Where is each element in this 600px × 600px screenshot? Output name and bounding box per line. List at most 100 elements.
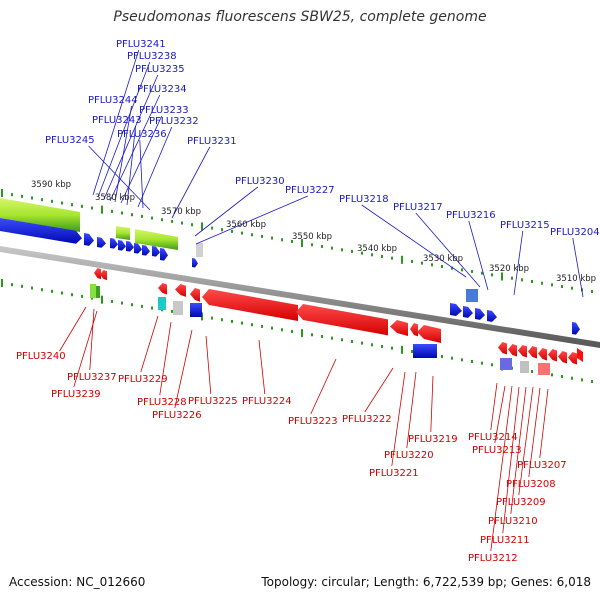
leader-line bbox=[502, 386, 520, 534]
reverse-gene-arrow bbox=[175, 284, 186, 297]
scale-tick bbox=[101, 205, 103, 214]
scale-tick bbox=[461, 358, 463, 362]
scale-tick bbox=[211, 316, 213, 320]
reverse-gene-arrow bbox=[577, 348, 583, 362]
scale-tick bbox=[171, 309, 173, 313]
reverse-gene-label: PFLU3229 bbox=[118, 374, 168, 385]
scale-tick bbox=[271, 236, 273, 240]
scale-tick bbox=[41, 198, 43, 202]
reverse-gene-arrow bbox=[528, 346, 537, 359]
scale-tick bbox=[321, 244, 323, 248]
forward-gene-arrow bbox=[110, 238, 118, 249]
leader-line bbox=[126, 125, 136, 206]
reverse-gene-label: PFLU3239 bbox=[51, 389, 101, 400]
forward-gene-label: PFLU3231 bbox=[187, 136, 237, 147]
map-title: Pseudomonas fluorescens SBW25, complete … bbox=[113, 9, 487, 25]
forward-gene-label: PFLU3233 bbox=[139, 105, 189, 116]
reverse-gene-arrow bbox=[508, 344, 517, 357]
scale-label: 3510 kbp bbox=[556, 274, 596, 284]
scale-label: 3550 kbp bbox=[292, 232, 332, 242]
leader-line bbox=[73, 310, 98, 388]
reverse-gene-large bbox=[296, 304, 388, 336]
forward-gene-arrow bbox=[475, 308, 485, 320]
scale-tick bbox=[581, 378, 583, 382]
scale-tick bbox=[231, 229, 233, 233]
scale-tick bbox=[11, 193, 13, 197]
forward-gene-arrow bbox=[84, 233, 94, 246]
forward-gene-arrow bbox=[450, 303, 462, 317]
forward-gene-arrow bbox=[142, 245, 150, 256]
forward-gene-label: PFLU3215 bbox=[500, 220, 550, 231]
scale-tick bbox=[111, 299, 113, 303]
leader-line bbox=[361, 204, 467, 278]
scale-tick bbox=[341, 248, 343, 252]
scale-label: 3580 kbp bbox=[95, 193, 135, 203]
scale-tick bbox=[351, 249, 353, 253]
leader-line bbox=[97, 61, 151, 198]
feature-box bbox=[190, 303, 202, 317]
leader-line bbox=[137, 126, 173, 208]
reverse-gene-label: PFLU3213 bbox=[472, 445, 522, 456]
leader-line bbox=[103, 74, 159, 200]
scale-tick bbox=[51, 199, 53, 203]
scale-label: 3530 kbp bbox=[423, 254, 463, 264]
scale-tick bbox=[441, 354, 443, 358]
reverse-gene-label: PFLU3214 bbox=[468, 432, 518, 443]
reverse-gene-label: PFLU3212 bbox=[468, 553, 518, 564]
reverse-gene-arrow bbox=[548, 349, 557, 362]
forward-gene-label: PFLU3218 bbox=[339, 194, 389, 205]
scale-tick bbox=[311, 333, 313, 337]
scale-tick bbox=[161, 218, 163, 222]
scale-tick bbox=[401, 345, 403, 354]
genome-backbone bbox=[0, 246, 600, 348]
leader-line bbox=[539, 388, 549, 459]
reverse-gene-label: PFLU3220 bbox=[384, 450, 434, 461]
reverse-gene-arrow bbox=[568, 352, 577, 365]
forward-gene-arrow bbox=[572, 322, 580, 335]
scale-tick bbox=[531, 280, 533, 284]
leader-line bbox=[171, 146, 211, 219]
scale-tick bbox=[31, 286, 33, 290]
forward-gene-label: PFLU3216 bbox=[446, 210, 496, 221]
reverse-gene-label: PFLU3207 bbox=[517, 460, 567, 471]
scale-tick bbox=[41, 288, 43, 292]
forward-gene-label: PFLU3244 bbox=[88, 95, 138, 106]
reverse-gene-label: PFLU3240 bbox=[16, 351, 66, 362]
reverse-gene-arrow bbox=[518, 345, 527, 358]
scale-tick bbox=[321, 334, 323, 338]
leader-line bbox=[310, 358, 337, 415]
scale-tick bbox=[591, 290, 593, 294]
scale-tick bbox=[151, 216, 153, 220]
scale-tick bbox=[241, 231, 243, 235]
feature-box bbox=[500, 358, 512, 370]
scale-tick bbox=[301, 239, 303, 248]
leader-line bbox=[528, 387, 541, 478]
scale-tick bbox=[21, 284, 23, 288]
feature-box bbox=[90, 284, 96, 298]
leader-line bbox=[406, 371, 417, 449]
scale-tick bbox=[261, 324, 263, 328]
forward-gene-label: PFLU3217 bbox=[393, 202, 443, 213]
reverse-gene-label: PFLU3211 bbox=[480, 535, 530, 546]
scale-tick bbox=[231, 319, 233, 323]
scale-tick bbox=[241, 321, 243, 325]
forward-gene-label: PFLU3236 bbox=[117, 129, 167, 140]
scale-tick bbox=[251, 233, 253, 237]
scale-tick bbox=[81, 294, 83, 298]
scale-tick bbox=[371, 343, 373, 347]
scale-tick bbox=[411, 259, 413, 263]
leader-line bbox=[205, 335, 212, 395]
scale-tick bbox=[141, 304, 143, 308]
scale-tick bbox=[91, 206, 93, 210]
reverse-gene-label: PFLU3223 bbox=[288, 416, 338, 427]
forward-gene-block bbox=[0, 218, 82, 244]
leader-line bbox=[510, 386, 527, 515]
leader-line bbox=[494, 385, 506, 444]
reverse-gene-arrow bbox=[100, 270, 107, 281]
scale-label: 3590 kbp bbox=[31, 180, 71, 190]
scale-tick bbox=[461, 268, 463, 272]
gene-labels: PFLU3241PFLU3238PFLU3235PFLU3234PFLU3244… bbox=[16, 39, 600, 564]
scale-tick bbox=[81, 204, 83, 208]
scale-tick bbox=[251, 323, 253, 327]
